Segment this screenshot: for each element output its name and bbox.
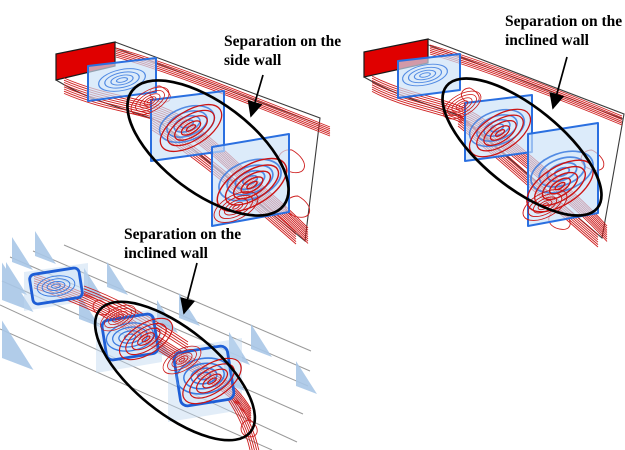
separation-ellipse-inclined-wall-bottom — [93, 300, 257, 442]
annotation-arrow-side-wall — [247, 74, 264, 118]
annotation-label-line: Separation on the — [505, 13, 623, 30]
annotation-label-line: inclined wall — [124, 245, 208, 262]
annotation-arrow-inclined-wall-top — [549, 56, 568, 110]
annotation-label-inclined-wall-top: Separation on the inclined wall — [505, 12, 622, 50]
annotation-label-line: side wall — [224, 52, 282, 69]
annotation-label-inclined-wall-bottom: Separation on the inclined wall — [124, 225, 241, 263]
annotation-arrow-inclined-wall-bottom — [180, 262, 198, 315]
panel-top-left-duct — [55, 41, 331, 245]
annotation-label-line: Separation on the — [224, 33, 342, 50]
panel-top-right-duct — [363, 38, 625, 248]
panel-bottom-duct — [0, 231, 317, 450]
separation-ellipse-inclined-wall-top — [441, 77, 603, 217]
annotation-label-line: inclined wall — [505, 32, 589, 49]
annotation-label-line: Separation on the — [124, 226, 242, 243]
annotation-label-side-wall: Separation on the side wall — [224, 32, 341, 70]
separation-ellipse-side-wall — [126, 79, 290, 217]
cross-section-planes-top-left — [87, 57, 290, 227]
